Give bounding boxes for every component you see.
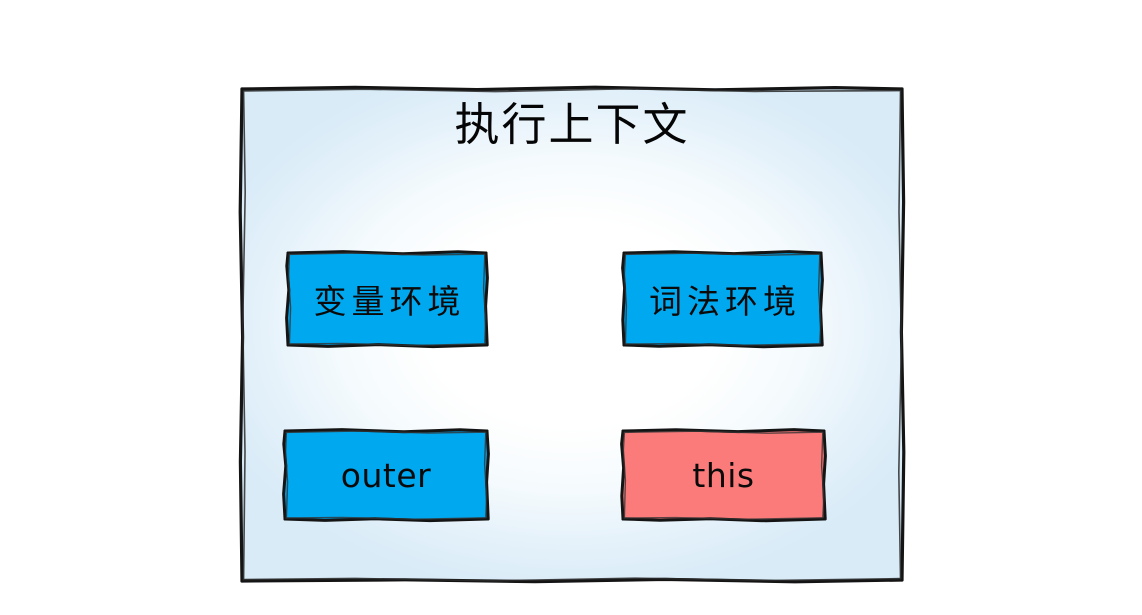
page-title: 执行上下文 (454, 98, 690, 151)
node-outer-fill (285, 431, 487, 519)
node-this-fill (623, 431, 824, 519)
node-lexical-environment-label: 词法环境 (649, 282, 801, 321)
node-outer-label: outer (340, 455, 432, 495)
node-this-label: this (692, 455, 755, 495)
node-lexical-environment-fill (624, 253, 821, 345)
node-variable-environment[interactable]: 变量环境 (285, 250, 489, 349)
node-outer[interactable]: outer (282, 428, 490, 523)
node-variable-environment-fill (288, 253, 486, 345)
node-variable-environment-label: 变量环境 (313, 282, 466, 321)
node-lexical-environment[interactable]: 词法环境 (621, 250, 824, 349)
node-this[interactable]: this (620, 428, 827, 523)
